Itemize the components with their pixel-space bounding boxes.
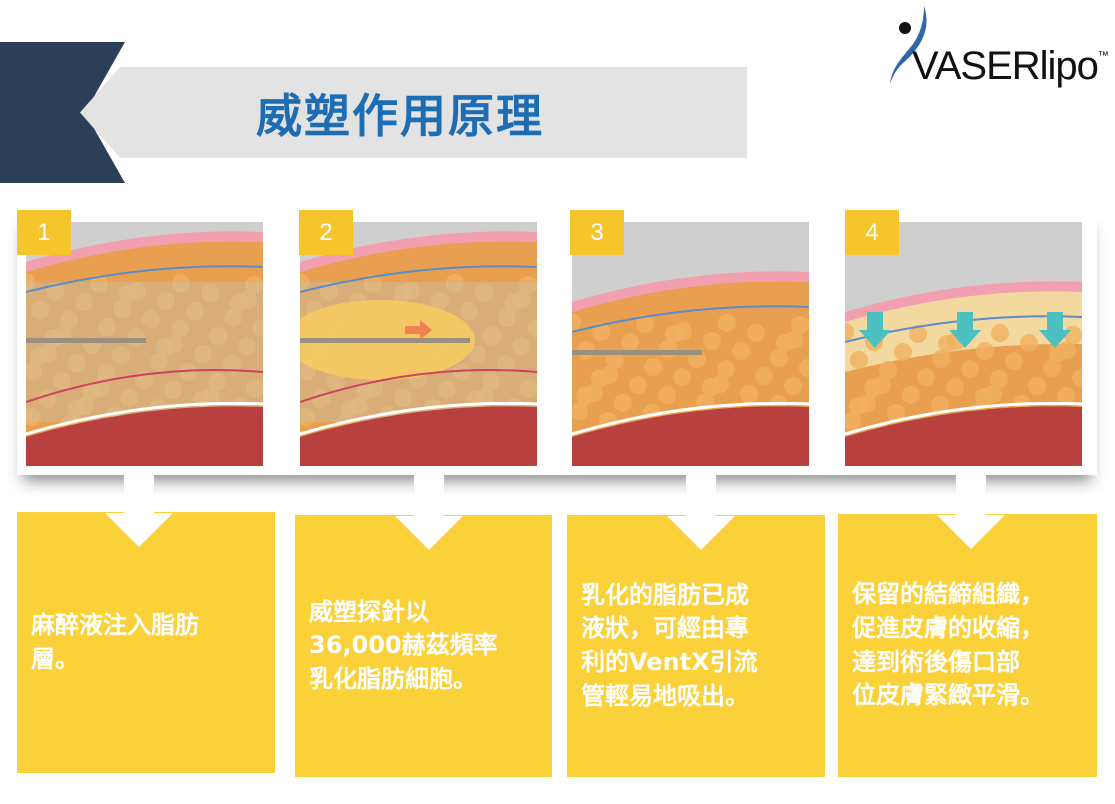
step-description-box: 威塑探針以 36,000赫茲頻率乳化脂肪細胞。 <box>295 515 552 777</box>
description-line: 促進皮膚的收縮， <box>852 613 1044 642</box>
down-arrow-icon <box>413 475 444 520</box>
page-title: 威塑作用原理 <box>256 89 544 143</box>
arrow-head-icon <box>667 516 735 550</box>
step-description: 乳化的脂肪已成液狀，可經由專利的VentX引流管輕易地吸出。 <box>567 579 758 713</box>
description-line: 乳化脂肪細胞。 <box>309 664 477 693</box>
down-arrow-icon <box>124 475 154 520</box>
step-description: 威塑探針以 36,000赫茲頻率乳化脂肪細胞。 <box>295 596 498 697</box>
step-number-badge: 1 <box>17 210 71 255</box>
step-description-box: 乳化的脂肪已成液狀，可經由專利的VentX引流管輕易地吸出。 <box>567 515 825 777</box>
description-line: 層。 <box>31 644 79 673</box>
description-line: 36,000赫茲頻率 <box>309 631 498 660</box>
description-line: 管輕易地吸出。 <box>581 681 749 710</box>
step-number-badge: 3 <box>570 210 624 255</box>
down-arrow-icon <box>686 475 716 520</box>
vaserlipo-logo: VASERlipo™ <box>880 4 1110 89</box>
description-line: 乳化的脂肪已成 <box>581 580 749 609</box>
description-line: 麻醉液注入脂肪 <box>31 610 199 639</box>
arrow-head-icon <box>394 516 463 550</box>
logo-wordmark: VASERlipo™ <box>912 44 1109 88</box>
description-line: 液狀，可經由專 <box>581 614 749 643</box>
down-arrow-icon <box>955 475 986 520</box>
description-line: 利的VentX引流 <box>581 648 758 676</box>
description-line: 達到術後傷口部 <box>852 647 1020 676</box>
step-number-badge: 4 <box>845 210 899 255</box>
description-line: 威塑探針以 <box>309 597 429 626</box>
description-line: 保留的結締組織， <box>852 580 1044 609</box>
step-description-box: 麻醉液注入脂肪層。 <box>17 512 275 773</box>
step-illustration-3 <box>572 222 809 466</box>
arrow-head-icon <box>105 513 173 547</box>
figure-logo-icon <box>890 6 927 84</box>
description-line: 位皮膚緊緻平滑。 <box>852 681 1044 710</box>
step-description: 保留的結締組織， 促進皮膚的收縮， 達到術後傷口部位皮膚緊緻平滑。 <box>838 578 1044 712</box>
step-illustration-2 <box>300 222 537 466</box>
arrow-head-icon <box>936 515 1005 549</box>
step-illustration-4 <box>845 222 1082 466</box>
step-number-badge: 2 <box>299 210 353 255</box>
step-description-box: 保留的結締組織， 促進皮膚的收縮， 達到術後傷口部位皮膚緊緻平滑。 <box>838 514 1097 777</box>
step-illustration-1 <box>26 222 263 466</box>
header-bar <box>80 67 747 158</box>
step-description: 麻醉液注入脂肪層。 <box>17 609 199 676</box>
